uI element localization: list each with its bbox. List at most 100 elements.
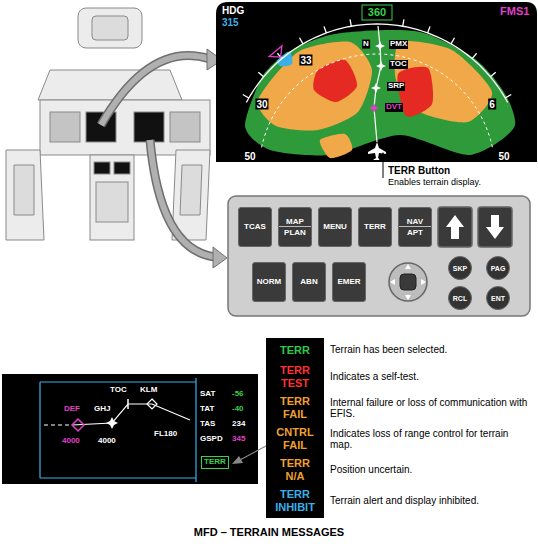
label-text: 30 xyxy=(255,99,268,110)
compass-tick xyxy=(490,72,495,76)
node-text: SKP xyxy=(453,265,467,272)
heading-bug xyxy=(269,46,282,57)
panel-button: NAV APT xyxy=(398,207,432,247)
label-text: 4000 xyxy=(98,437,116,446)
label-text: 6 xyxy=(488,99,496,110)
label-text: TAT xyxy=(200,405,214,414)
compass-tick xyxy=(403,19,404,26)
panel-button: ABN xyxy=(292,262,326,302)
description-text: Indicates loss of range control for terr… xyxy=(330,427,530,450)
node-text: NORM xyxy=(257,276,281,287)
message-box: TERR FAIL xyxy=(268,393,322,422)
control-panel xyxy=(228,196,530,316)
label-text: GHJ xyxy=(94,405,110,414)
description-text: Internal failure or loss of communicatio… xyxy=(330,396,530,419)
compass-tick xyxy=(428,26,430,33)
frame-line xyxy=(40,381,196,382)
overhead-panel xyxy=(78,8,142,48)
round-button: ENT xyxy=(486,286,510,310)
panel-button: NORM xyxy=(252,262,286,302)
caption: MFD – TERRAIN MESSAGES xyxy=(0,526,538,538)
label-text: TERR xyxy=(201,456,229,469)
compass-tick xyxy=(350,19,351,26)
label-text: -40 xyxy=(232,405,244,414)
description-text: Position uncertain. xyxy=(330,464,530,476)
panel-button: TCAS xyxy=(238,207,272,247)
round-button: SKP xyxy=(448,256,472,280)
overhead-detail xyxy=(92,16,128,40)
node-text: MAP PLAN xyxy=(281,216,309,238)
mfd-screen xyxy=(216,2,537,162)
label-text: Enables terrain display. xyxy=(388,178,481,188)
mfd-excerpt xyxy=(2,374,258,484)
label-text: DEF xyxy=(64,405,80,414)
label-text: FMS1 xyxy=(500,5,529,17)
message-box: TERR xyxy=(268,340,322,360)
compass-tick xyxy=(451,38,455,44)
pedestal-detail xyxy=(96,182,128,222)
label-text: 234 xyxy=(232,420,245,429)
terrain-area xyxy=(276,52,293,66)
leader-line xyxy=(383,158,384,178)
control-panel-small xyxy=(114,162,130,174)
label-text: KLM xyxy=(140,386,157,395)
label-text: 50 xyxy=(244,151,255,162)
node-text: ENT xyxy=(491,295,505,302)
node-text: EMER xyxy=(337,276,360,287)
node-text: TERR xyxy=(280,344,310,357)
joystick-arrow xyxy=(421,279,426,285)
compass-tick xyxy=(258,72,263,76)
joystick-arrow xyxy=(405,264,411,269)
terrain-area xyxy=(395,41,493,123)
waypoint-star xyxy=(369,103,379,113)
instrument-panel xyxy=(40,100,210,155)
label-text: 50 xyxy=(498,151,509,162)
seat xyxy=(14,165,34,215)
joystick xyxy=(389,263,427,301)
waypoint-star xyxy=(376,61,386,71)
label-text: N xyxy=(362,40,370,49)
label-text: GSPD xyxy=(200,435,223,444)
label-text: DVT xyxy=(385,103,403,112)
pointer-arrow xyxy=(101,56,210,125)
waypoint-diamond xyxy=(147,399,157,409)
waypoint-diamond xyxy=(72,419,84,431)
control-panel-small xyxy=(94,162,110,174)
compass-tick xyxy=(324,26,326,33)
up-button xyxy=(438,207,472,247)
label-text: TAS xyxy=(200,420,215,429)
compass-arc xyxy=(246,24,507,103)
toc-marker xyxy=(127,399,129,409)
message-column xyxy=(266,338,324,518)
terrain-area xyxy=(320,134,353,158)
waypoint-star xyxy=(106,417,118,429)
flight-plan-dashed xyxy=(44,424,72,425)
label-text: TOC xyxy=(110,386,127,395)
waypoint-star xyxy=(371,83,381,93)
joystick-knob xyxy=(400,274,416,290)
label-text: 360 xyxy=(368,6,386,18)
node-text: PAG xyxy=(491,265,506,272)
compass-tick xyxy=(243,95,249,99)
label-text: 33 xyxy=(299,55,312,66)
label-text: TOC xyxy=(389,60,408,69)
node-text: TCAS xyxy=(244,221,266,232)
leader-line xyxy=(238,446,266,461)
side-console xyxy=(6,150,44,240)
terrain-map xyxy=(245,30,515,158)
pointer-arrow xyxy=(101,56,210,125)
label-text: 345 xyxy=(232,435,245,444)
label-text: FL180 xyxy=(154,430,177,439)
frame-line xyxy=(195,378,196,482)
compass-tick xyxy=(505,95,511,99)
label-text: PMX xyxy=(389,40,408,49)
frame-line xyxy=(40,477,196,478)
terrain-area xyxy=(245,30,515,155)
label-text: TERR Button xyxy=(388,165,450,176)
arrowhead xyxy=(232,456,243,464)
node-text: TERR N/A xyxy=(270,457,320,482)
label-text: SRP xyxy=(387,82,405,91)
glareshield xyxy=(38,70,182,100)
frame-line xyxy=(39,382,40,478)
